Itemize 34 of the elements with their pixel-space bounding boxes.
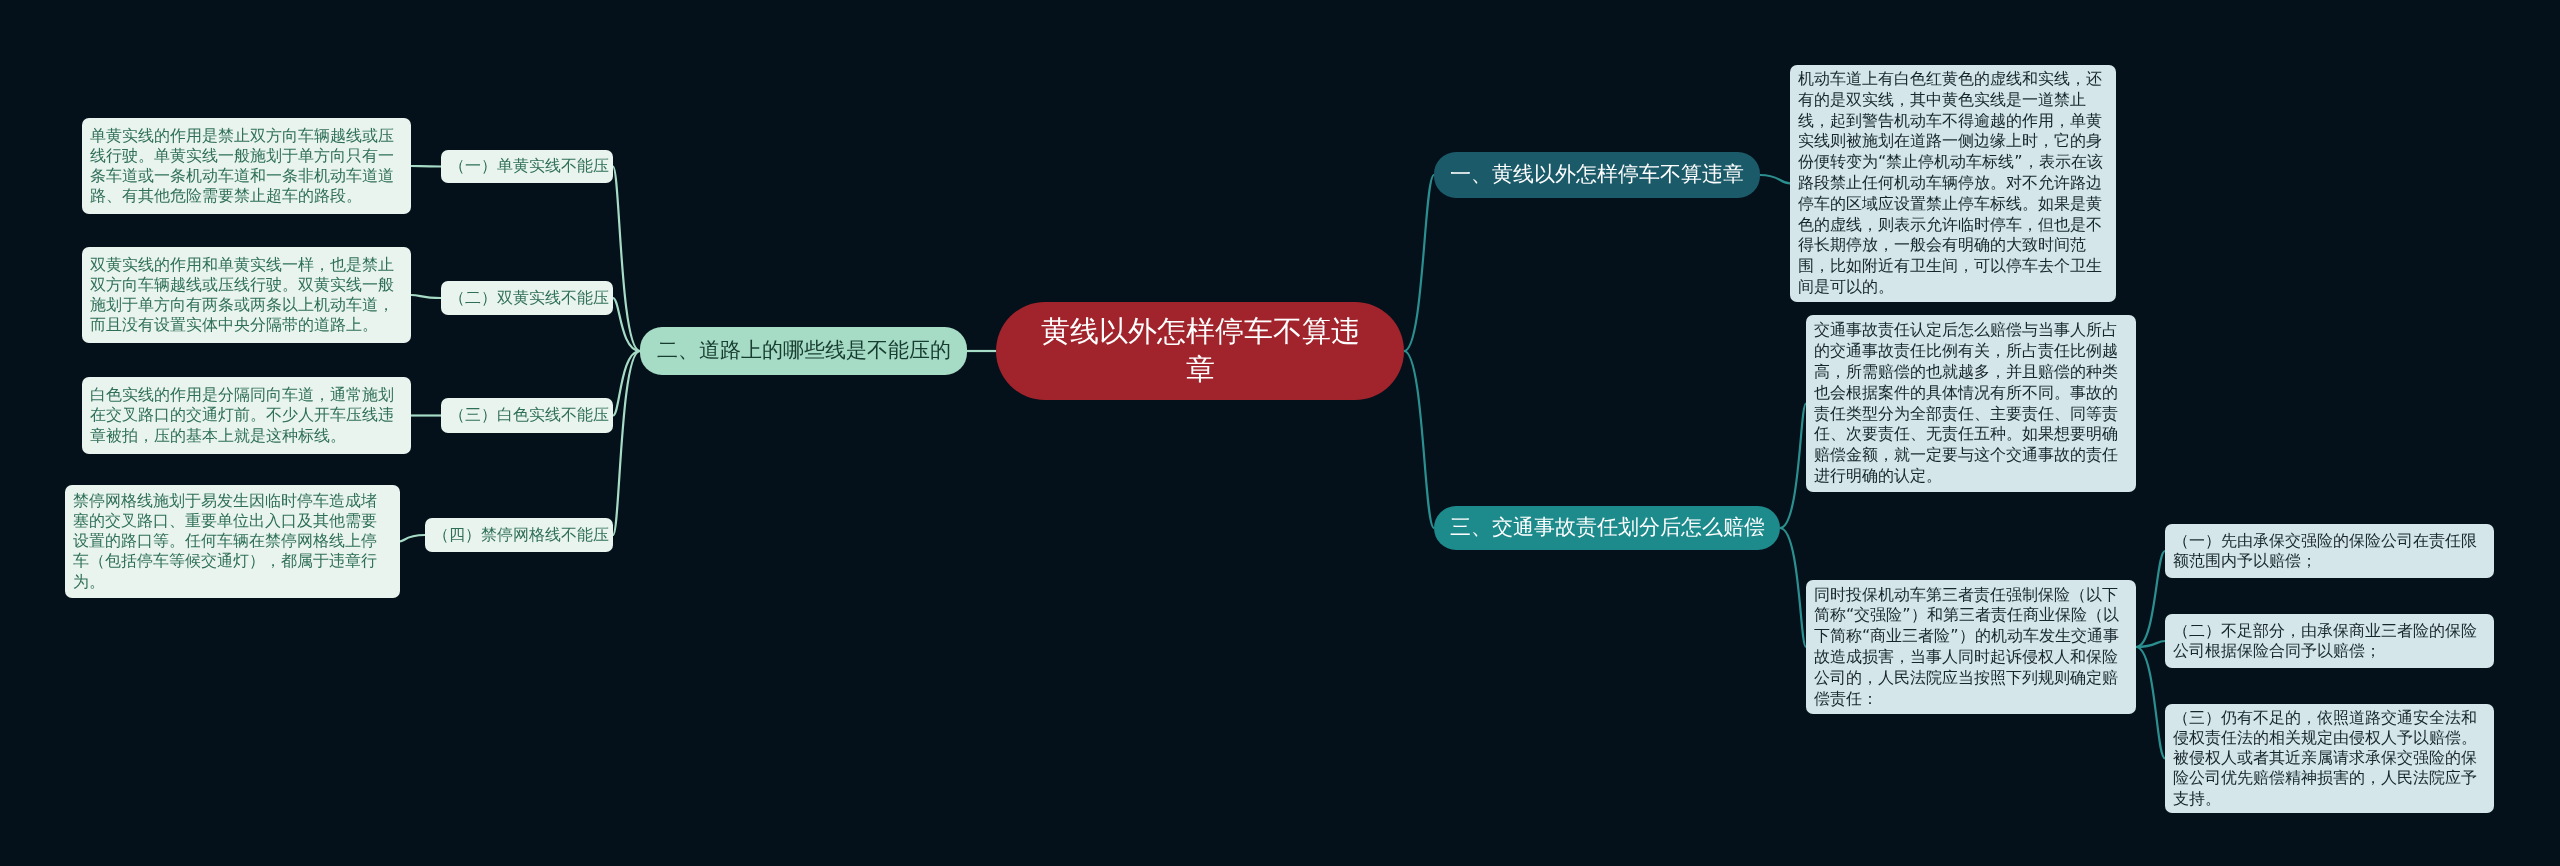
text-card: 同时投保机动车第三者责任强制保险（以下简称“交强险”）和第三者责任商业保险（以下简称“商业三者险”）的机动车发生交通事故造成损害，当事人同时起诉侵权人和保险公司的，人民法院应当按照下列规则确定赔偿责任： [1806, 580, 2136, 714]
text-card: （三）仍有不足的，依照道路交通安全法和侵权责任法的相关规定由侵权人予以赔偿。被侵权人或者其近亲属请求承保交强险的保险公司优先赔偿精神损害的，人民法院应予支持。 [2165, 704, 2494, 813]
connector-line [967, 349, 996, 353]
connector-line [612, 166, 641, 352]
subtopic-box: （一）单黄实线不能压 [441, 150, 613, 183]
connector-line [410, 293, 441, 300]
subtopic-box: （三）白色实线不能压 [441, 398, 613, 433]
branch-topic: 一、黄线以外怎样停车不算违章 [1434, 152, 1760, 198]
connector-line [2135, 646, 2166, 760]
connector-line [399, 533, 426, 543]
connector-line [612, 297, 641, 353]
connector-line [2135, 550, 2166, 648]
connector-line [1403, 350, 1435, 529]
central-topic: 黄线以外怎样停车不算违章 [996, 302, 1404, 400]
text-card: 双黄实线的作用和单黄实线一样，也是禁止双方向车辆越线或压线行驶。双黄实线一般施划于单方向有两条或两条以上机动车道，而且没有设置实体中央分隔带的道路上。 [82, 247, 411, 343]
connector-line [411, 164, 441, 168]
subtopic-box: （四）禁停网格线不能压 [425, 518, 613, 552]
connector-line [1779, 402, 1807, 529]
text-card: （一）先由承保交强险的保险公司在责任限额范围内予以赔偿； [2165, 524, 2494, 578]
text-card: 单黄实线的作用是禁止双方向车辆越线或压线行驶。单黄实线一般施划于单方向只有一条车道或一条机动车道和一条非机动车道道路、有其他危险需要禁止超车的路段。 [82, 118, 411, 214]
text-card: 禁停网格线施划于易发生因临时停车造成堵塞的交叉路口、重要单位出入口及其他需要设置的路口等。任何车辆在禁停网格线上停车（包括停车等候交通灯），都属于违章行为。 [65, 485, 400, 598]
connector-line [1759, 173, 1791, 185]
branch-topic: 三、交通事故责任划分后怎么赔偿 [1434, 506, 1780, 550]
connector-line [612, 349, 641, 417]
connector-line [1779, 527, 1807, 648]
text-card: 机动车道上有白色红黄色的虚线和实线，还有的是双实线，其中黄色实线是一道禁止线，起到警告机动车不得逾越的作用，单黄实线则被施划在道路一侧边缘上时，它的身份便转变为“禁止停机动车标线”，表示在该路段禁止任何机动车辆停放。对不允许路边停车的区域应设置禁止停车标线。如果是黄色的虚线，则表示允许临时停车，但也是不得长期停放，一般会有明确的大致时间范围，比如附近有卫生间，可以停车去个卫生间是可以的。 [1790, 65, 2116, 302]
text-card: （二）不足部分，由承保商业三者险的保险公司根据保险合同予以赔偿； [2165, 614, 2494, 668]
connector-line [1403, 174, 1435, 352]
connector-line [612, 350, 641, 536]
connector-line [411, 414, 441, 417]
subtopic-box: （二）双黄实线不能压 [441, 281, 613, 315]
text-card: 交通事故责任认定后怎么赔偿与当事人所占的交通事故责任比例有关，所占责任比例越高，所需赔偿的也就越多，并且赔偿的种类也会根据案件的具体情况有所不同。事故的责任类型分为全部责任、主要责任、同等责任、次要责任、无责任五种。如果想要明确赔偿金额，就一定要与这个交通事故的责任进行明确的认定。 [1806, 315, 2136, 492]
text-card: 白色实线的作用是分隔同向车道，通常施划在交叉路口的交通灯前。不少人开车压线违章被拍，压的基本上就是这种标线。 [82, 377, 411, 454]
branch-topic: 二、道路上的哪些线是不能压的 [640, 327, 967, 375]
